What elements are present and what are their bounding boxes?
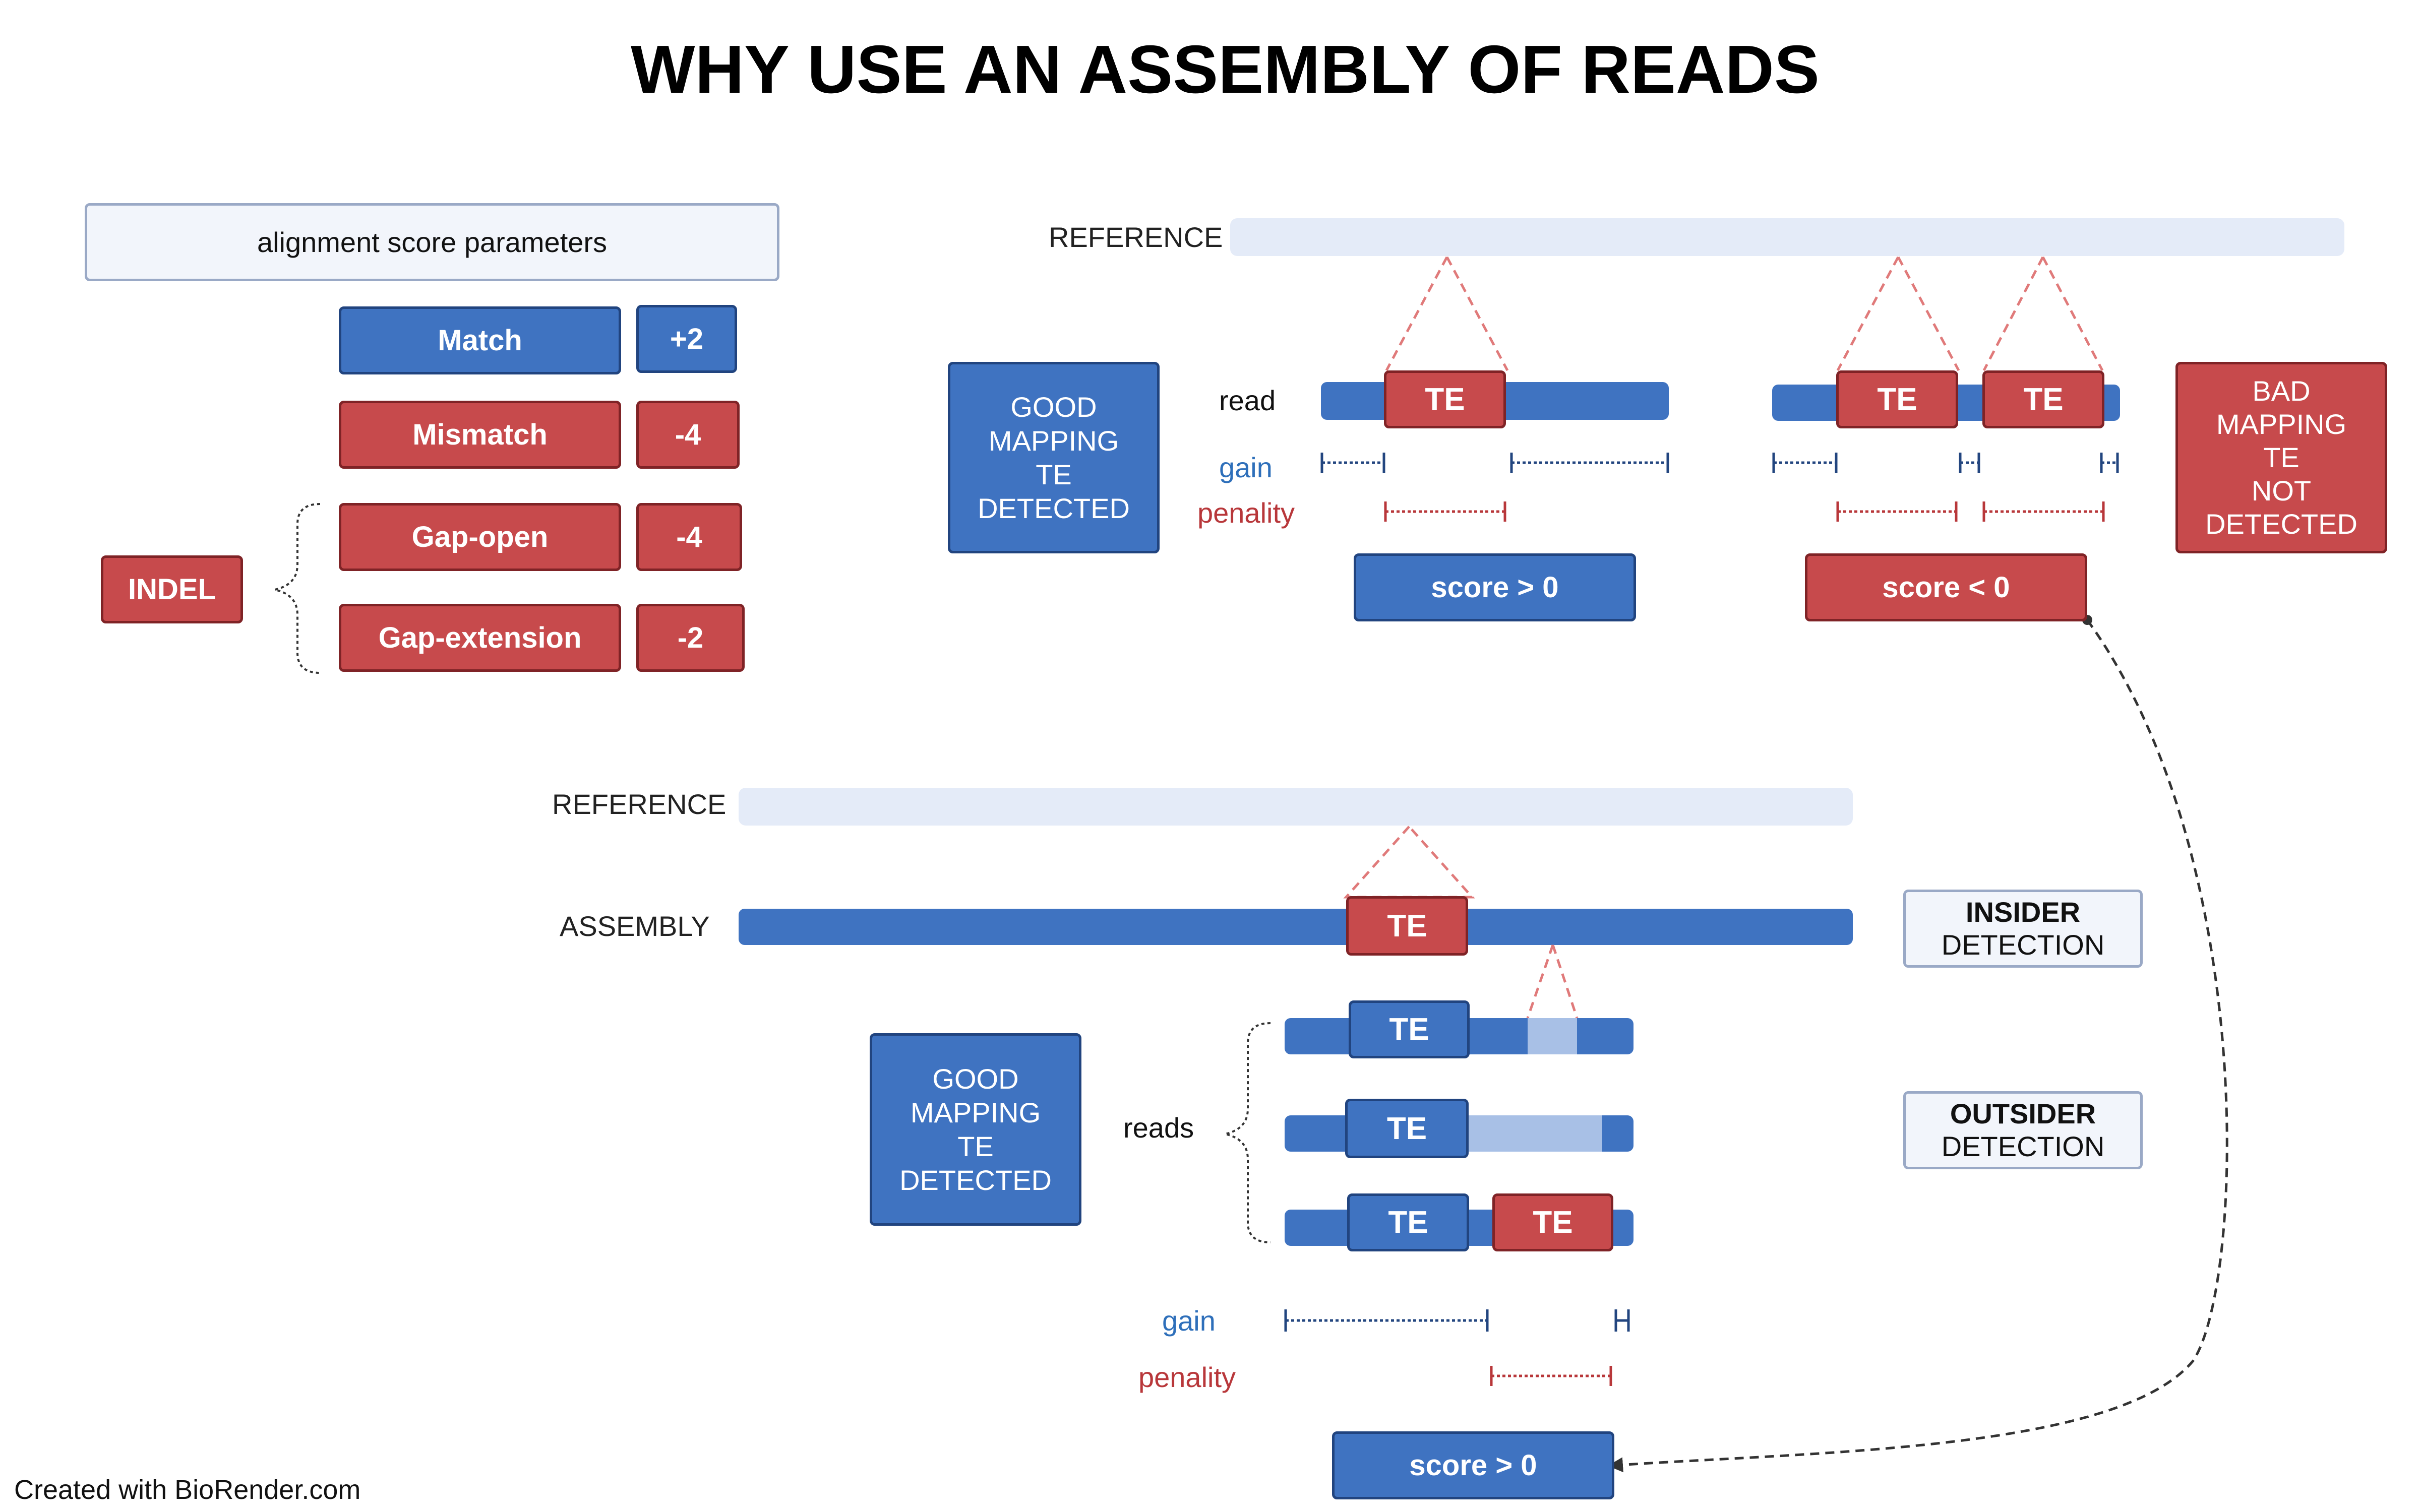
top-score-bad: score < 0 [1805,553,2087,621]
top-penalty-segment-good [1384,501,1506,522]
top-good-mapping-box: GOOD MAPPING TE DETECTED [948,362,1160,553]
top-read-label: read [1219,385,1276,416]
bottom-te-insertion [1343,825,1475,899]
params-header: alignment score parameters [85,203,779,281]
reads-brace [1225,1022,1271,1243]
insider-detection-title: INSIDER [1965,896,2081,928]
read-3-insertion [1495,945,1611,1200]
top-penalty-label: penality [1197,497,1295,529]
read-3-te: TE [1347,1193,1469,1251]
top-te-bad-1: TE [1836,370,1958,428]
insider-detection-box: INSIDER DETECTION [1903,890,2143,968]
bottom-reference-bar [739,788,1853,826]
connector-arrow [1608,615,2228,1473]
top-gain-label: gain [1219,452,1273,483]
assembly-te: TE [1346,896,1468,956]
gap-open-value: -4 [636,503,742,571]
mismatch-value: -4 [636,401,740,469]
insider-detection-text: DETECTION [1941,928,2105,961]
reads-label: reads [1123,1112,1194,1144]
assembly-bar [739,909,1853,945]
mismatch-label: Mismatch [339,401,621,469]
read-1-gap [1528,1018,1577,1054]
match-label: Match [339,306,621,374]
indel-label: INDEL [101,555,243,623]
read-1-te: TE [1349,1000,1470,1058]
bottom-penalty-label: penality [1138,1361,1236,1393]
top-te-insertion-mid [1836,256,1960,371]
outsider-detection-box: OUTSIDER DETECTION [1903,1091,2143,1169]
top-te-good: TE [1384,370,1506,428]
bottom-penalty-segment [1490,1366,1612,1386]
bottom-reference-label: REFERENCE [552,788,727,820]
top-score-good: score > 0 [1354,553,1636,621]
top-gain-segments-good [1320,453,1669,473]
top-gain-segments-bad [1772,453,2119,473]
outsider-insertion [1526,944,1579,1019]
top-te-insertion-left [1385,256,1509,371]
footer-credit: Created with BioRender.com [14,1475,361,1505]
read-3-te-outsider: TE [1492,1193,1613,1251]
bottom-gain-segments [1284,1309,1630,1332]
assembly-label: ASSEMBLY [560,910,710,942]
gap-open-label: Gap-open [339,503,621,571]
top-te-bad-2: TE [1982,370,2104,428]
bottom-gain-label: gain [1162,1305,1216,1337]
page-title: WHY USE AN ASSEMBLY OF READS [631,31,1820,107]
read-2-te: TE [1345,1099,1469,1158]
bottom-good-mapping-box: GOOD MAPPING TE DETECTED [870,1033,1081,1226]
indel-brace [274,503,321,674]
match-value: +2 [636,305,737,373]
gap-extension-value: -2 [636,604,745,672]
gap-extension-label: Gap-extension [339,604,621,672]
outsider-detection-text: DETECTION [1941,1130,2105,1162]
top-reference-bar [1230,218,2344,256]
read-2-gap [1467,1115,1602,1152]
outsider-detection-title: OUTSIDER [1950,1098,2096,1130]
top-te-insertion-right [1982,256,2104,371]
bottom-score: score > 0 [1332,1431,1614,1499]
top-reference-label: REFERENCE [1049,221,1223,253]
top-penalty-segments-bad [1836,501,2105,522]
top-bad-mapping-box: BAD MAPPING TE NOT DETECTED [2175,362,2387,553]
